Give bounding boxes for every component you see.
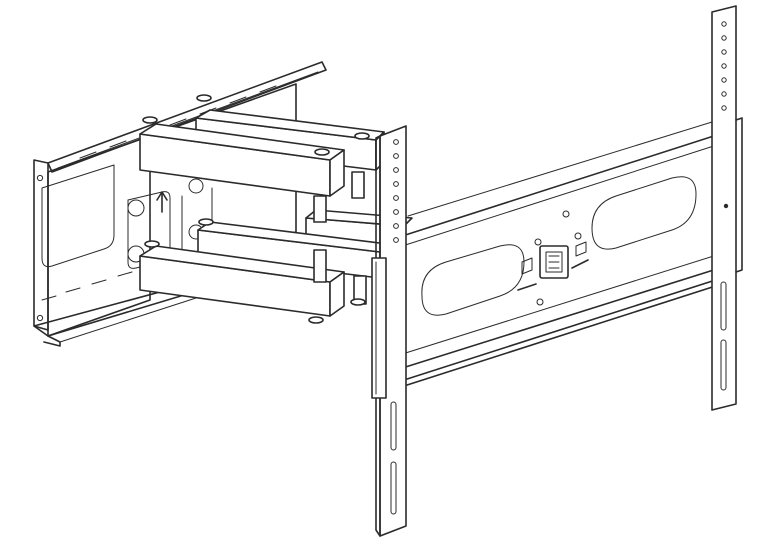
upright-hole-column [721, 21, 729, 209]
wall-plate [395, 121, 729, 387]
up-arrow-icon [156, 191, 168, 213]
left-wall-upright [371, 125, 407, 537]
right-wall-upright [711, 5, 743, 411]
upper-swing-arm [139, 94, 385, 197]
upright-hole-column [393, 139, 399, 243]
